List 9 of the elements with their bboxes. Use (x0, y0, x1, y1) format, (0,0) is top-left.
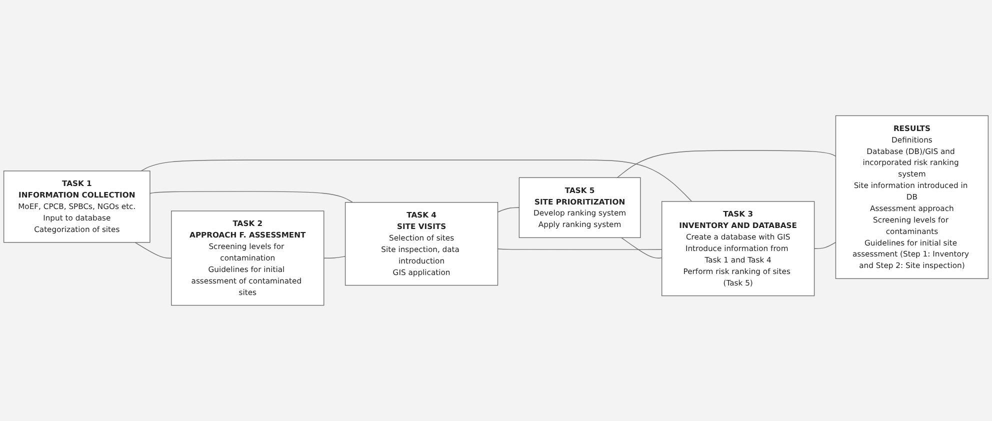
connector (134, 242, 172, 258)
connector (497, 207, 520, 212)
connector (621, 237, 662, 259)
connector (497, 248, 662, 250)
connector (616, 150, 836, 178)
connector (140, 160, 692, 202)
connector (814, 242, 836, 249)
connector (150, 191, 354, 203)
connector (324, 256, 346, 258)
